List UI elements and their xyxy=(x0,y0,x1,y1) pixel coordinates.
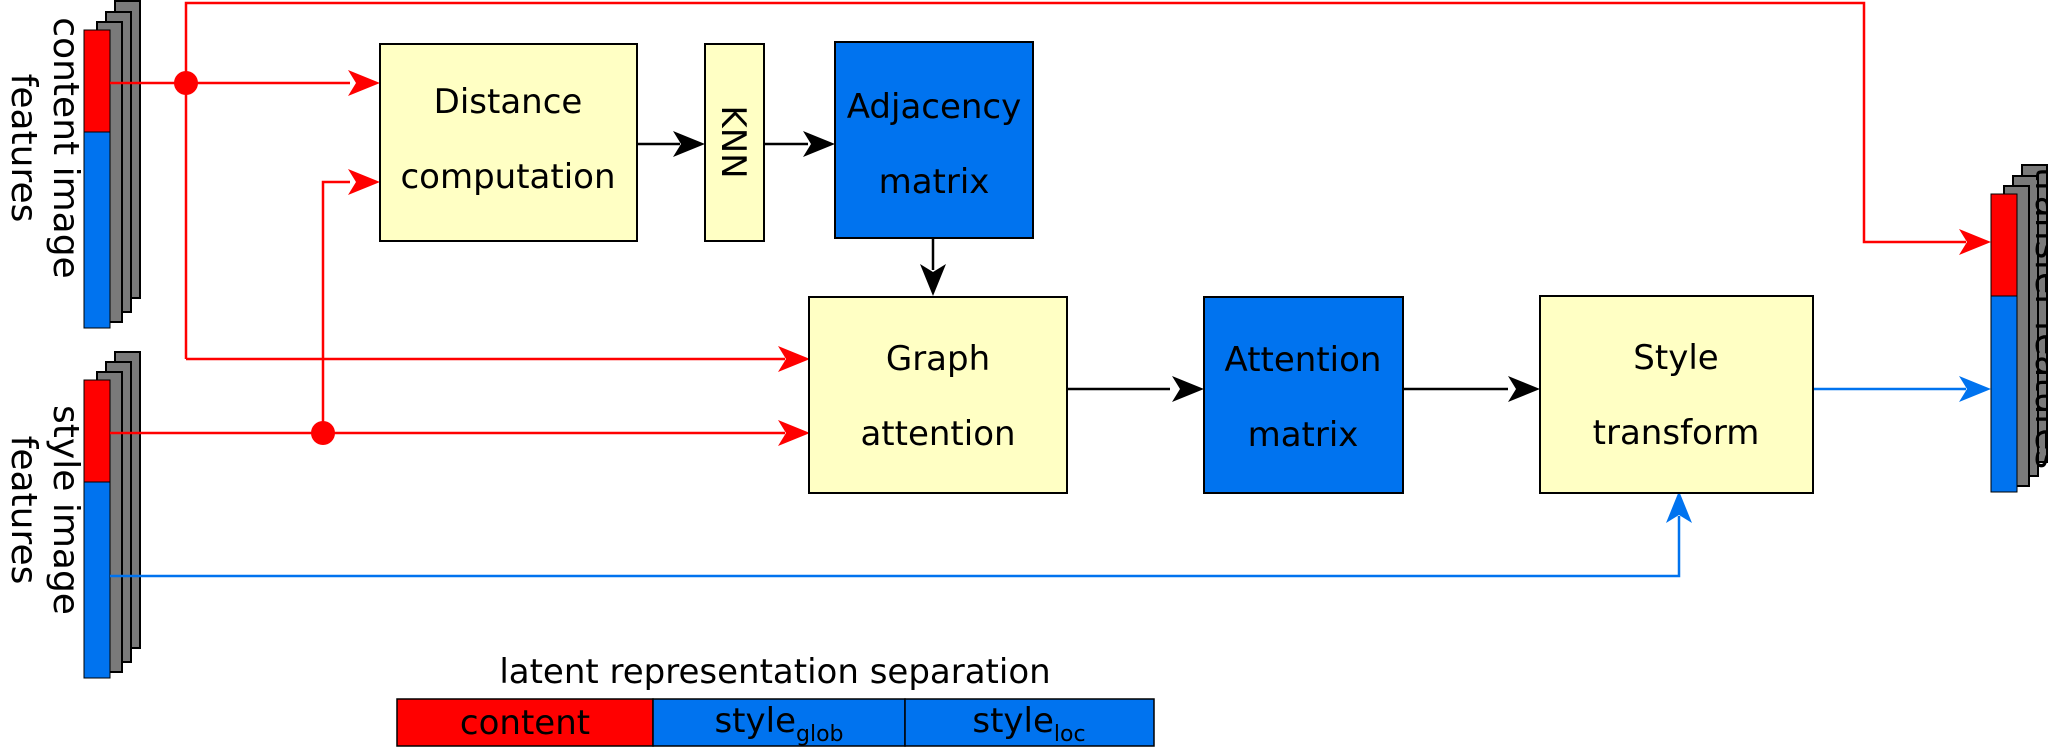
transfer-feature-stack xyxy=(1990,164,2048,493)
svg-text:attention: attention xyxy=(860,414,1015,454)
distance-computation-box: Distance computation xyxy=(379,43,638,242)
style-label-line2: features xyxy=(3,436,44,585)
style-label-line1: style image xyxy=(45,405,86,615)
legend-content-swatch xyxy=(396,698,654,747)
style-feature-label: style image features xyxy=(3,405,86,615)
svg-text:computation: computation xyxy=(400,157,615,197)
style-branch-dot xyxy=(311,421,335,445)
legend-style-glob-swatch xyxy=(652,698,906,747)
adjacency-matrix-box: Adjacency matrix xyxy=(834,41,1034,239)
svg-text:matrix: matrix xyxy=(879,162,990,202)
svg-text:matrix: matrix xyxy=(1248,415,1359,455)
transfer-feature-label: transfer features xyxy=(2027,167,2048,469)
content-feature-label: content image features xyxy=(3,17,86,278)
knn-box: KNN xyxy=(704,43,765,242)
svg-text:KNN: KNN xyxy=(713,105,753,178)
svg-text:transform: transform xyxy=(1593,413,1760,453)
legend-title: latent representation separation xyxy=(499,652,1050,692)
style-transform-box: Style transform xyxy=(1539,295,1814,494)
connections xyxy=(110,1,1966,578)
graph-attention-box: Graph attention xyxy=(808,296,1068,494)
legend-content-label: content xyxy=(460,703,590,743)
svg-text:Distance: Distance xyxy=(434,82,583,122)
svg-text:Adjacency: Adjacency xyxy=(847,87,1022,127)
style-feature-stack xyxy=(83,351,141,679)
content-label-line1: content image xyxy=(45,17,86,278)
legend-style-loc-swatch xyxy=(904,698,1155,747)
legend-style-loc-label: styleloc xyxy=(972,701,1085,747)
legend-style-glob-label: styleglob xyxy=(714,701,843,747)
svg-text:transfer features: transfer features xyxy=(2027,167,2048,469)
svg-text:Graph: Graph xyxy=(886,339,990,379)
content-branch-dot xyxy=(174,71,198,95)
content-feature-stack xyxy=(83,0,141,329)
svg-text:Attention: Attention xyxy=(1225,340,1382,380)
legend: latent representation separation content… xyxy=(396,652,1155,747)
content-label-line2: features xyxy=(3,74,44,223)
attention-matrix-box: Attention matrix xyxy=(1203,296,1404,494)
arrowheads xyxy=(348,70,1991,523)
svg-text:Style: Style xyxy=(1633,338,1718,378)
